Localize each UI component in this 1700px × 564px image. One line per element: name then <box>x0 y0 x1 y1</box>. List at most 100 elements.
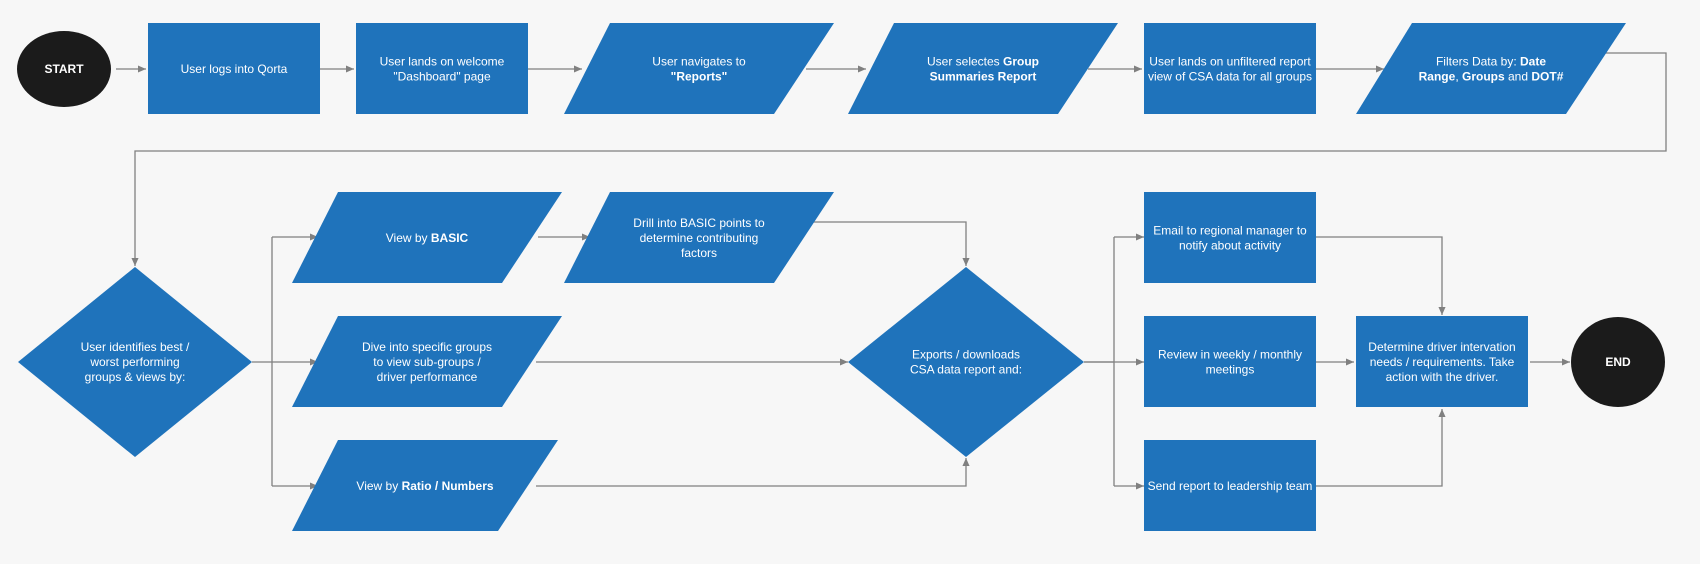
start-ellipse <box>17 31 111 107</box>
label-run: and <box>1505 70 1532 84</box>
login-box: User logs into Qorta <box>148 23 320 114</box>
label-run: User identifies best / <box>81 340 190 354</box>
label-run: View by <box>386 231 431 245</box>
reports-label: User navigates to"Reports" <box>652 55 746 84</box>
dashboard-shape <box>356 23 528 114</box>
email-shape <box>1144 192 1316 283</box>
label-run: view of CSA data for all groups <box>1148 70 1312 84</box>
send-report-label: Send report to leadership team <box>1148 479 1313 493</box>
label-run: View by <box>356 479 401 493</box>
label-run: action with the driver. <box>1386 370 1499 384</box>
reports-shape <box>564 23 834 114</box>
filters-shape <box>1356 23 1626 114</box>
connectors <box>116 52 1667 490</box>
end-label: END <box>1605 355 1631 369</box>
label-run: Exports / downloads <box>912 348 1020 362</box>
view-basic-parallelogram: View by BASIC <box>292 192 562 283</box>
label-run: User navigates to <box>652 55 746 69</box>
exports-shape <box>848 267 1084 457</box>
send-report-shape <box>1144 440 1316 531</box>
edge-drill-exports <box>812 221 970 266</box>
edge-email-determine <box>1316 236 1446 315</box>
end-terminal: END <box>1571 317 1665 407</box>
label-run: Email to regional manager to <box>1153 224 1307 238</box>
send-report-box: Send report to leadership team <box>1144 440 1316 531</box>
reports-parallelogram: User navigates to"Reports" <box>564 23 834 114</box>
label-run: notify about activity <box>1179 239 1281 253</box>
label-run: User logs into Qorta <box>181 62 288 76</box>
login-label: User logs into Qorta <box>181 62 288 76</box>
label-run: to view sub-groups / <box>373 355 481 369</box>
unfiltered-shape <box>1144 23 1316 114</box>
label-run: worst performing <box>89 355 179 369</box>
label-run: Range <box>1419 70 1456 84</box>
review-shape <box>1144 316 1316 407</box>
label-run: meetings <box>1206 363 1255 377</box>
label-run: "Reports" <box>671 70 728 84</box>
dashboard-box: User lands on welcome"Dashboard" page <box>356 23 528 114</box>
login-shape <box>148 23 320 114</box>
edge-filters-identifies <box>131 52 1667 266</box>
group-summaries-shape <box>848 23 1118 114</box>
label-run: Determine driver intervation <box>1368 340 1515 354</box>
label-run: Groups <box>1462 70 1505 84</box>
label-run: User lands on welcome <box>380 55 505 69</box>
view-ratio-label: View by Ratio / Numbers <box>356 479 493 493</box>
label-run: driver performance <box>377 370 478 384</box>
label-run: Review in weekly / monthly <box>1158 348 1302 362</box>
label-run: Dive into specific groups <box>362 340 492 354</box>
label-run: DOT# <box>1531 70 1563 84</box>
view-basic-label: View by BASIC <box>386 231 469 245</box>
determine-shape <box>1356 316 1528 407</box>
start-terminal: START <box>17 31 111 107</box>
identifies-shape <box>18 267 252 457</box>
label-run: CSA data report and: <box>910 363 1022 377</box>
label-run: needs / requirements. Take <box>1370 355 1515 369</box>
label-run: Date <box>1520 55 1546 69</box>
label-run: Group <box>1003 55 1039 69</box>
label-run: Drill into BASIC points to <box>633 216 765 230</box>
end-ellipse <box>1571 317 1665 407</box>
label-run: User lands on unfiltered report <box>1149 55 1311 69</box>
view-ratio-parallelogram: View by Ratio / Numbers <box>292 440 558 531</box>
dive-groups-shape <box>292 316 562 407</box>
view-ratio-shape <box>292 440 558 531</box>
view-basic-shape <box>292 192 562 283</box>
edge-ratio-exports <box>536 458 970 487</box>
label-run: BASIC <box>431 231 469 245</box>
drill-basic-shape <box>564 192 834 283</box>
label-run: groups & views by: <box>85 370 186 384</box>
label-run: "Dashboard" page <box>393 70 491 84</box>
label-run: Summaries Report <box>930 70 1037 84</box>
label-run: Filters Data by: <box>1436 55 1520 69</box>
dashboard-label: User lands on welcome"Dashboard" page <box>380 55 505 84</box>
label-run: determine contributing <box>640 231 759 245</box>
label-run: factors <box>681 246 717 260</box>
label-run: User selectes <box>927 55 1003 69</box>
start-label: START <box>44 62 84 76</box>
label-run: Send report to leadership team <box>1148 479 1313 493</box>
edge-send-determine <box>1316 409 1446 487</box>
label-run: Ratio / Numbers <box>402 479 494 493</box>
